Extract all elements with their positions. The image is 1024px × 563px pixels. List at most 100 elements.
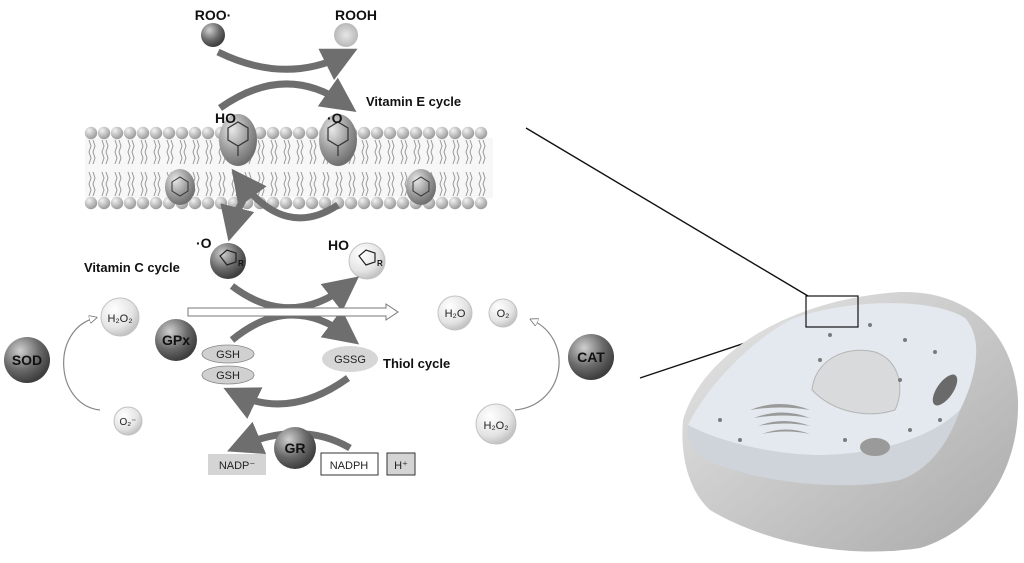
membrane-bead xyxy=(201,196,215,210)
membrane-bead xyxy=(474,126,488,140)
o2-ball xyxy=(488,298,518,328)
gsh-ellipse-2 xyxy=(201,365,255,385)
lipid-tail xyxy=(391,139,395,165)
ribosome-dot xyxy=(933,350,937,354)
lipid-tail xyxy=(222,171,226,197)
lipid-tail xyxy=(404,171,408,197)
mitochondrion xyxy=(932,374,958,406)
membrane-bead xyxy=(448,126,462,140)
lipid-tail xyxy=(157,139,161,165)
ribosome-dot xyxy=(718,418,722,422)
o2-minus-label: O₂⁻ xyxy=(120,417,137,428)
vitamin-e-cycle-label: Vitamin E cycle xyxy=(366,94,461,109)
ribosome-dot xyxy=(903,338,907,342)
lipid-tail xyxy=(391,171,395,197)
ribosome-dot xyxy=(898,378,902,382)
membrane-bead xyxy=(84,126,98,140)
lipid-tail xyxy=(404,139,408,165)
membrane-bead xyxy=(357,196,371,210)
organelle xyxy=(860,438,890,456)
lipid-tail xyxy=(430,139,434,165)
h2o2-right-label: H₂O₂ xyxy=(483,420,508,432)
lipid-tail xyxy=(387,171,391,197)
lipid-tail xyxy=(309,139,313,165)
lipid-tail xyxy=(170,139,174,165)
lipid-tail xyxy=(192,139,196,165)
gpx-label: GPx xyxy=(162,332,190,348)
membrane-bead xyxy=(175,126,189,140)
lipid-tail xyxy=(400,171,404,197)
roo-radical-ball xyxy=(201,23,225,47)
vitamin-e-ho-label: HO xyxy=(215,110,236,126)
membrane-bead xyxy=(344,196,358,210)
lipid-tail xyxy=(218,171,222,197)
lipid-tail xyxy=(153,139,157,165)
membrane-bead xyxy=(84,196,98,210)
lipid-tail xyxy=(283,139,287,165)
membrane-bead xyxy=(435,196,449,210)
lipid-tail xyxy=(352,171,356,197)
lipid-tail xyxy=(144,171,148,197)
ribosome-dot xyxy=(938,418,942,422)
membrane-bead xyxy=(149,196,163,210)
lipid-tail xyxy=(88,171,92,197)
lipid-tail xyxy=(456,139,460,165)
lipid-tail xyxy=(326,171,330,197)
roo-to-rooh-arrow xyxy=(216,48,358,81)
membrane-bead xyxy=(305,196,319,210)
vitamin-c-o-label: ·O xyxy=(196,235,212,251)
lipid-tail xyxy=(439,171,443,197)
lipid-tail xyxy=(261,139,265,165)
membrane-bead xyxy=(253,126,267,140)
lipid-tail xyxy=(183,139,187,165)
sod-label: SOD xyxy=(12,352,42,368)
rooh-label: ROOH xyxy=(335,7,377,23)
membrane-bead xyxy=(123,126,137,140)
lipid-tail xyxy=(400,139,404,165)
ribosome-dot xyxy=(828,333,832,337)
roo-label: ROO· xyxy=(195,7,232,23)
lipid-tail xyxy=(443,171,447,197)
membrane-bead xyxy=(136,196,150,210)
lipid-tail xyxy=(140,171,144,197)
vitamin-e-oxidation-arrow xyxy=(217,77,357,113)
lipid-tail xyxy=(283,171,287,197)
membrane-bead xyxy=(97,126,111,140)
membrane-bead xyxy=(266,126,280,140)
gsh-oxidation-arrow xyxy=(229,309,360,345)
membrane-bead xyxy=(188,196,202,210)
vitamin-c-ho-label: HO xyxy=(328,237,349,253)
lipid-tail xyxy=(274,139,278,165)
lipid-tail xyxy=(92,139,96,165)
lipid-tail xyxy=(313,171,317,197)
gr-enzyme xyxy=(274,427,316,469)
lipid-tail xyxy=(287,171,291,197)
ribosome-dot xyxy=(818,358,822,362)
lipid-tail xyxy=(153,171,157,197)
h-plus-label: H⁺ xyxy=(394,460,408,472)
lipid-tail xyxy=(469,139,473,165)
membrane-bead xyxy=(110,196,124,210)
lipid-tail xyxy=(452,139,456,165)
lipid-tail xyxy=(482,171,486,197)
cat-enzyme xyxy=(568,334,614,380)
lipid-tail xyxy=(88,139,92,165)
lipid-tail xyxy=(196,139,200,165)
lipid-tail xyxy=(309,171,313,197)
membrane-bead xyxy=(435,126,449,140)
lipid-tail xyxy=(361,139,365,165)
membrane-bead xyxy=(396,196,410,210)
lipid-tail xyxy=(270,139,274,165)
membrane-bead xyxy=(474,196,488,210)
membrane-bead xyxy=(383,196,397,210)
cell-illustration xyxy=(682,291,1019,552)
lipid-tail xyxy=(101,171,105,197)
vitamin-c-cycle-label: Vitamin C cycle xyxy=(84,260,180,275)
membrane-bead xyxy=(97,196,111,210)
membrane-bead xyxy=(201,126,215,140)
sod-enzyme xyxy=(4,337,50,383)
membrane-bead xyxy=(305,126,319,140)
lipid-tail xyxy=(413,139,417,165)
membrane-bead xyxy=(188,126,202,140)
